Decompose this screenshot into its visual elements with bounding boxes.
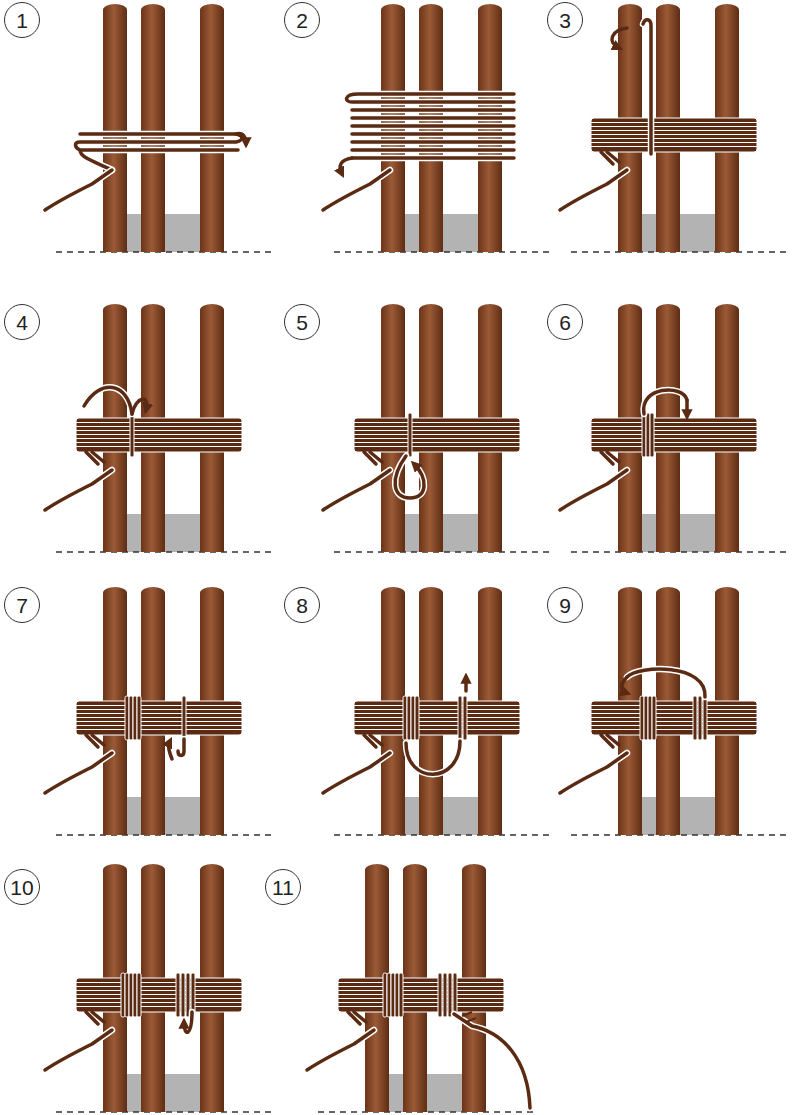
- step-number-circle: 8: [284, 587, 320, 623]
- step-number-circle: 5: [284, 304, 320, 340]
- step-panel: [323, 4, 552, 252]
- step-number: 4: [16, 312, 28, 333]
- step-number-circle: 2: [284, 2, 320, 38]
- step-number: 5: [296, 312, 308, 333]
- step-panel: [45, 864, 274, 1112]
- step-number: 1: [16, 10, 28, 31]
- step-number-circle: 6: [547, 304, 583, 340]
- step-panel: [323, 304, 552, 552]
- step-number: 11: [272, 877, 294, 898]
- step-number-circle: 1: [4, 2, 40, 38]
- step-panel: [45, 587, 274, 835]
- step-number-circle: 10: [4, 869, 40, 905]
- step-number: 6: [559, 312, 571, 333]
- step-panel: [323, 587, 552, 835]
- step-number-circle: 9: [547, 587, 583, 623]
- step-number-circle: 4: [4, 304, 40, 340]
- step-number: 3: [559, 10, 571, 31]
- step-panel: [45, 304, 274, 552]
- step-panel: [307, 864, 536, 1112]
- step-panel: [45, 4, 274, 252]
- step-number: 2: [296, 10, 308, 31]
- step-number: 10: [10, 877, 33, 898]
- step-number: 8: [296, 595, 308, 616]
- step-number-circle: 11: [265, 869, 301, 905]
- step-number-circle: 3: [547, 2, 583, 38]
- step-panel: [560, 587, 789, 835]
- step-number: 7: [16, 595, 28, 616]
- step-panel: [560, 304, 789, 552]
- step-number: 9: [559, 595, 571, 616]
- step-panel: [560, 4, 789, 252]
- step-number-circle: 7: [4, 587, 40, 623]
